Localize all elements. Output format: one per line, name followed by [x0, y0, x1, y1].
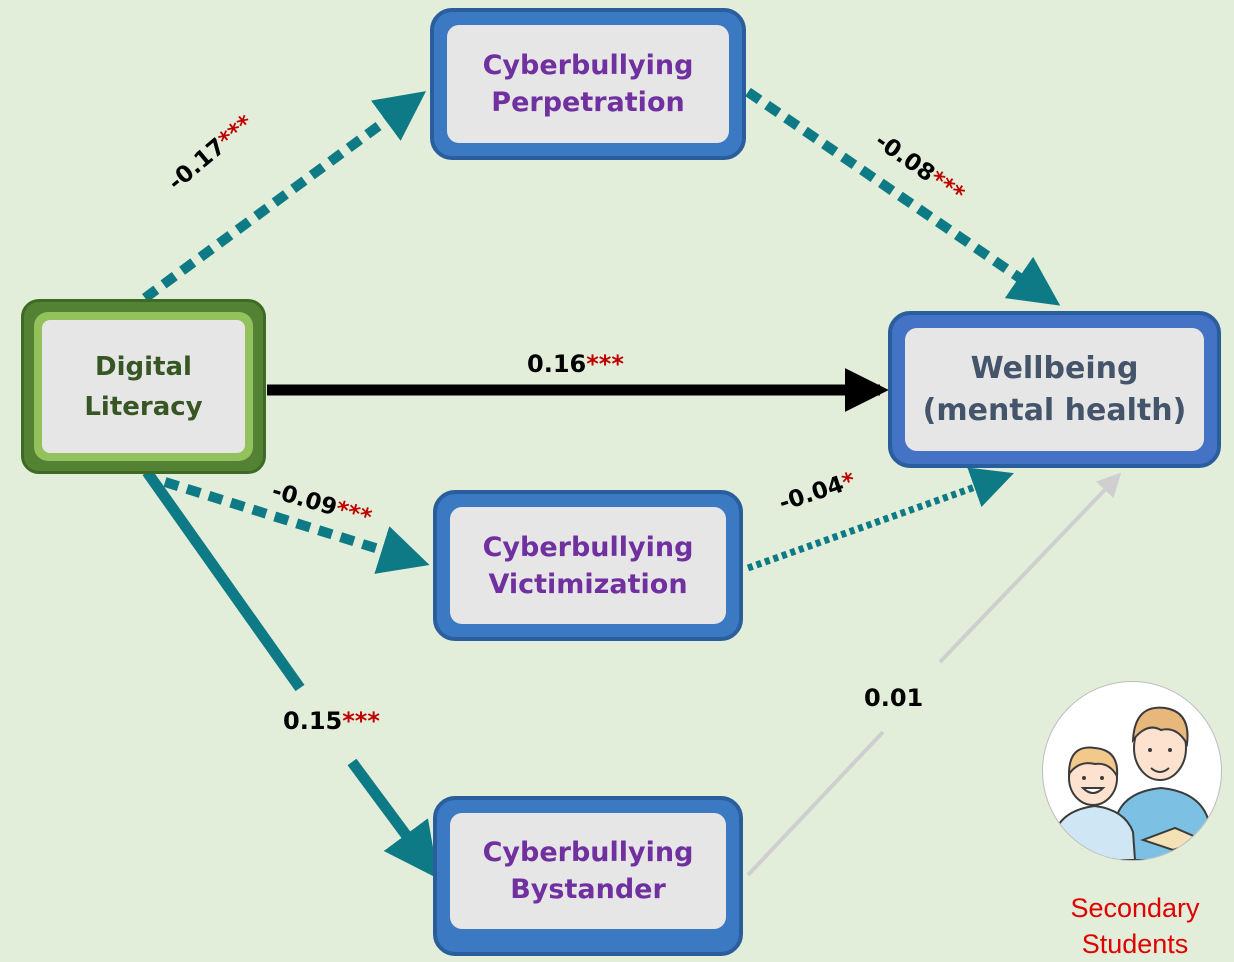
- node-wellbeing: Wellbeing (mental health): [888, 311, 1221, 468]
- path-dl-to-bystander-b: [347, 758, 439, 879]
- path-victimization-to-wellbeing: [746, 467, 1014, 572]
- coef-dl-to-wellbeing: 0.16***: [527, 350, 624, 378]
- node-bystander-line1: Cyberbullying: [482, 837, 694, 868]
- node-digital-literacy-line1: Digital: [95, 351, 192, 382]
- node-wellbeing-line2: (mental health): [922, 392, 1187, 428]
- path-dl-to-bystander-a: [142, 468, 305, 692]
- path-bystander-to-wellbeing-a: [746, 730, 885, 877]
- node-perpetration-line2: Perpetration: [491, 87, 685, 118]
- node-bystander-line2: Bystander: [510, 874, 666, 905]
- node-cyberbullying-perpetration: Cyberbullying Perpetration: [430, 8, 746, 160]
- node-victimization-line2: Victimization: [488, 568, 688, 600]
- path-perpetration-to-wellbeing: [745, 87, 1061, 306]
- node-cyberbullying-victimization: Cyberbullying Victimization: [433, 490, 743, 641]
- node-digital-literacy-line2: Literacy: [84, 391, 203, 422]
- node-perpetration-line1: Cyberbullying: [482, 50, 694, 81]
- path-bystander-to-wellbeing-b: [938, 472, 1122, 664]
- coef-dl-to-bystander: 0.15***: [283, 707, 380, 735]
- coef-bystander-to-wellbeing: 0.01: [864, 684, 924, 712]
- node-wellbeing-line1: Wellbeing: [970, 350, 1139, 386]
- students-caption: Secondary Students: [1070, 893, 1200, 959]
- node-digital-literacy: Digital Literacy: [21, 299, 266, 474]
- path-dl-to-perpetration: [142, 91, 427, 303]
- node-cyberbullying-bystander: Cyberbullying Bystander: [433, 796, 743, 956]
- students-illustration-icon: [1042, 681, 1222, 861]
- node-victimization-line1: Cyberbullying: [482, 531, 694, 563]
